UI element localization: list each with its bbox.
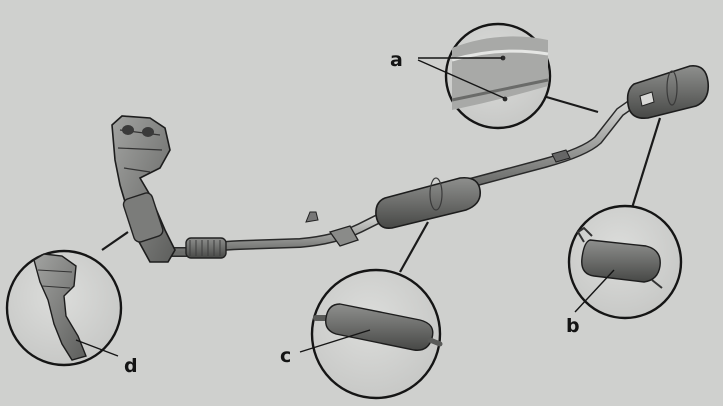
- pipe-flange: [305, 211, 359, 247]
- main-pipe: [165, 93, 645, 257]
- rear-silencer: [626, 65, 710, 120]
- center-muffler: [375, 176, 482, 230]
- detail-circle-c: c: [280, 221, 443, 400]
- callout-label-c: c: [280, 345, 291, 367]
- callout-label-b: b: [566, 315, 580, 337]
- callout-label-d: d: [124, 355, 138, 377]
- callout-label-a: a: [390, 49, 403, 71]
- detail-circle-a: a: [390, 22, 599, 130]
- detail-circle-d: d: [5, 231, 138, 377]
- exhaust-manifold-catalytic-converter: [111, 115, 227, 263]
- detail-circle-b: b: [566, 117, 683, 337]
- rear-pipe-joint: [551, 149, 571, 163]
